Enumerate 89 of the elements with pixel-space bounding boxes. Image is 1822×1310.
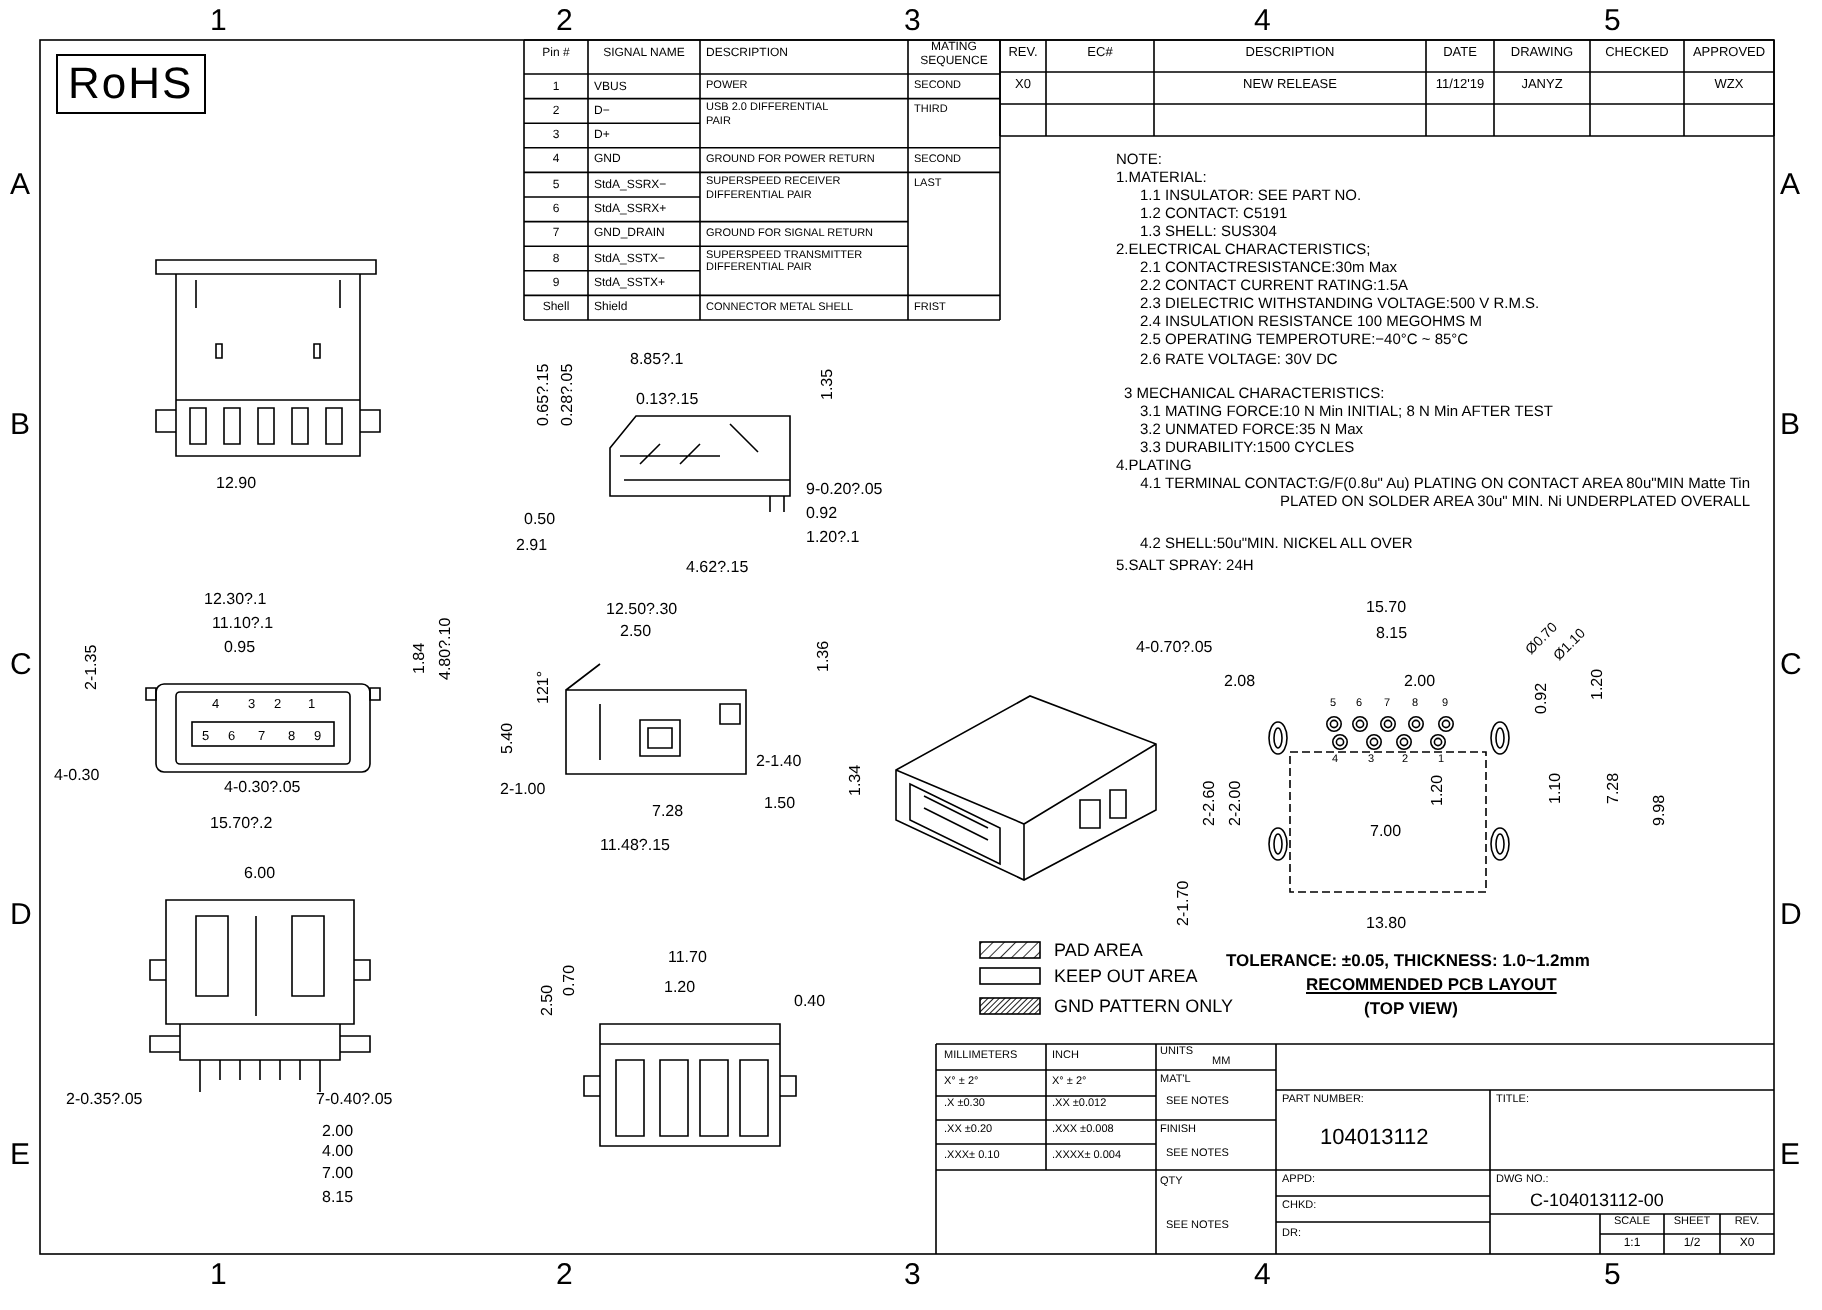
dimension-value: 1.20	[1590, 668, 1606, 700]
dimension-value: 13.80	[1366, 916, 1407, 932]
zone-number: 5	[1604, 6, 1621, 36]
zone-letter: C	[10, 650, 32, 680]
dimension-value: 7.28	[1606, 772, 1622, 804]
dimension-value: 2-1.70	[1176, 880, 1192, 926]
dimension-value: 1.36	[816, 640, 832, 672]
dimension-value: 7.00	[1370, 824, 1402, 840]
dimension-value: 2-2.60	[1202, 780, 1218, 826]
zone-number: 3	[904, 1260, 921, 1290]
dimension-value: 1.20	[1430, 774, 1446, 806]
legend-text: KEEP OUT AREA	[1054, 967, 1198, 985]
pcb-note: TOLERANCE: ±0.05, THICKNESS: 1.0~1.2mm	[1226, 952, 1590, 969]
dimension-value: 12.50?.30	[606, 602, 678, 618]
zone-letter: C	[1780, 650, 1802, 680]
zone-letter: E	[1780, 1140, 1801, 1170]
dimension-value: 2.50	[620, 624, 652, 640]
dimension-value: 2.08	[1224, 674, 1256, 690]
dimension-value: 9.98	[1652, 794, 1668, 826]
zone-number: 2	[556, 6, 573, 36]
dimension-value: 6.00	[244, 866, 276, 882]
zone-number: 4	[1254, 6, 1271, 36]
dimension-value: 0.70	[562, 964, 578, 996]
view-title: RECOMMENDED PCB LAYOUT	[1306, 976, 1557, 993]
zone-letter: E	[10, 1140, 31, 1170]
zone-letter: B	[1780, 410, 1801, 440]
dimension-value: 2-2.00	[1228, 780, 1244, 826]
zone-number: 1	[210, 6, 227, 36]
dimension-value: 0.65?.15	[536, 363, 552, 426]
dimension-value: 12.30?.1	[204, 592, 267, 608]
dimension-value: 121°	[536, 670, 552, 704]
dimension-value: 8.15	[1376, 626, 1408, 642]
dimension-value: 4.62?.15	[686, 560, 749, 576]
zone-number: 2	[556, 1260, 573, 1290]
dimension-value: 15.70	[1366, 600, 1407, 616]
dimension-value: 12.90	[216, 476, 257, 492]
dimension-value: 4.80?.10	[438, 617, 454, 680]
dimension-value: 7.28	[652, 804, 684, 820]
dimension-value: 0.92	[1534, 682, 1550, 714]
dimension-value: 0.40	[794, 994, 826, 1010]
zone-number: 3	[904, 6, 921, 36]
dimension-value: 2-1.00	[500, 782, 546, 798]
dimension-value: 0.13?.15	[636, 392, 699, 408]
dimension-value: 4-0.30	[54, 768, 100, 784]
dimension-value: 9-0.20?.05	[806, 482, 883, 498]
dimension-value: 8.85?.1	[630, 352, 684, 368]
dimension-value: 8.15	[322, 1190, 354, 1206]
dimension-value: 5.40	[500, 722, 516, 754]
dimension-value: 0.95	[224, 640, 256, 656]
drawing-number: C-104013112-00	[1530, 1192, 1664, 1210]
zone-number: 4	[1254, 1260, 1271, 1290]
dimension-value: 2-1.40	[756, 754, 802, 770]
dimension-value: 0.92	[806, 506, 838, 522]
dimension-value: 4.00	[322, 1144, 354, 1160]
zone-letter: D	[10, 900, 32, 930]
dimension-value: 11.10?.1	[212, 616, 274, 632]
legend-text: PAD AREA	[1054, 941, 1143, 959]
dimension-value: 2.50	[540, 984, 556, 1016]
dimension-value: 2.91	[516, 538, 548, 554]
dimension-value: 1.84	[412, 642, 428, 674]
dimension-value: 7-0.40?.05	[316, 1092, 393, 1108]
dimension-value: 2.00	[322, 1124, 354, 1140]
zone-letter: A	[1780, 170, 1801, 200]
dimension-value: 2.00	[1404, 674, 1436, 690]
dimension-value: 1.35	[820, 368, 836, 400]
dimension-value: 0.28?.05	[560, 363, 576, 426]
dimension-value: 15.70?.2	[210, 816, 273, 832]
dimension-value: 2-0.35?.05	[66, 1092, 143, 1108]
dimension-value: 1.20	[664, 980, 696, 996]
dimension-value: 1.20?.1	[806, 530, 860, 546]
zone-letter: B	[10, 410, 31, 440]
dimension-value: 4-0.70?.05	[1136, 640, 1213, 656]
dimension-value: 0.50	[524, 512, 556, 528]
dimension-value: 7.00	[322, 1166, 354, 1182]
dimension-value: 1.50	[764, 796, 796, 812]
dimension-value: 4-0.30?.05	[224, 780, 301, 796]
zone-number: 1	[210, 1260, 227, 1290]
legend-text: GND PATTERN ONLY	[1054, 997, 1234, 1015]
compliance-mark: RoHS	[56, 54, 206, 114]
dimension-value: 2-1.35	[84, 644, 100, 690]
zone-letter: A	[10, 170, 31, 200]
part-number: 104013112	[1320, 1128, 1429, 1150]
dimension-value: 1.10	[1548, 772, 1564, 804]
dimension-value: 11.70	[668, 950, 707, 966]
dimension-value: 1.34	[848, 764, 864, 796]
view-title: (TOP VIEW)	[1364, 1000, 1458, 1017]
zone-number: 5	[1604, 1260, 1621, 1290]
dimension-value: 11.48?.15	[600, 838, 670, 854]
zone-letter: D	[1780, 900, 1802, 930]
